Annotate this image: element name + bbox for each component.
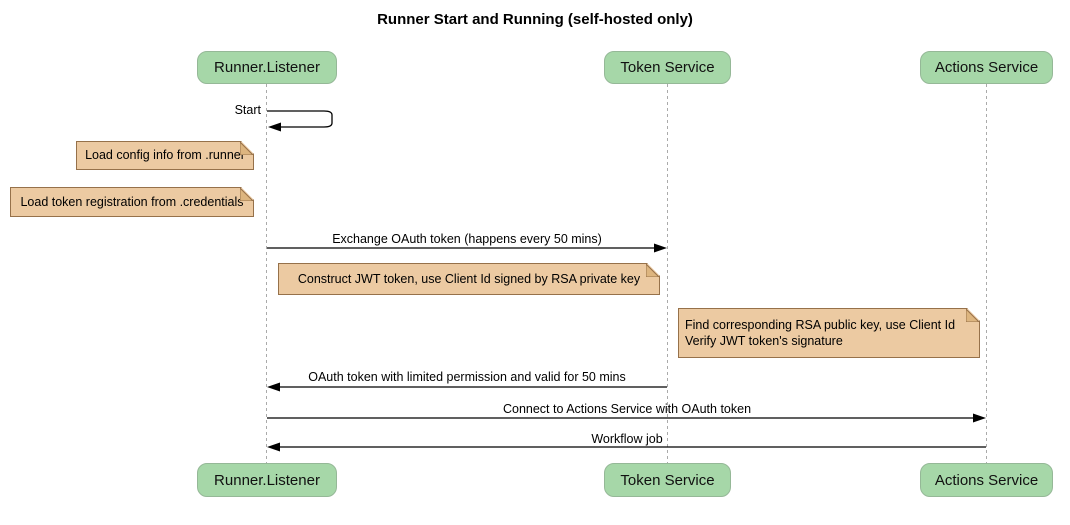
note-load-config: Load config info from .runner xyxy=(76,141,254,170)
arrowhead-exchange-oauth xyxy=(654,243,667,253)
participant-bottom-actions-service: Actions Service xyxy=(920,463,1053,497)
participant-label: Token Service xyxy=(620,471,715,489)
note-fold-icon xyxy=(966,309,979,322)
participant-top-actions-service: Actions Service xyxy=(920,51,1053,84)
participant-label: Runner.Listener xyxy=(214,59,320,76)
message-label-workflow-job: Workflow job xyxy=(591,432,663,446)
note-text: Construct JWT token, use Client Id signe… xyxy=(297,271,641,286)
message-label-exchange-oauth: Exchange OAuth token (happens every 50 m… xyxy=(332,232,602,246)
message-label-connect-actions: Connect to Actions Service with OAuth to… xyxy=(502,402,752,416)
participant-label: Runner.Listener xyxy=(214,471,320,489)
participant-label: Token Service xyxy=(620,59,715,76)
note-fold-icon xyxy=(240,142,253,155)
diagram-title: Runner Start and Running (self-hosted on… xyxy=(377,11,693,28)
note-find-rsa-verify: Find corresponding RSA public key, use C… xyxy=(678,308,980,358)
note-text-line-1: Find corresponding RSA public key, use C… xyxy=(685,317,956,332)
note-fold-icon xyxy=(646,264,659,277)
note-text: Load config info from .runner xyxy=(85,148,245,163)
participant-bottom-runner-listener: Runner.Listener xyxy=(197,463,337,497)
participant-label: Actions Service xyxy=(934,59,1039,76)
arrowhead-oauth-return xyxy=(267,382,280,392)
arrowhead-workflow-job xyxy=(267,442,280,452)
note-construct-jwt: Construct JWT token, use Client Id signe… xyxy=(278,263,660,295)
message-label-start: Start xyxy=(234,103,261,117)
participant-top-token-service: Token Service xyxy=(604,51,731,84)
participant-bottom-token-service: Token Service xyxy=(604,463,731,497)
note-text: Load token registration from .credential… xyxy=(20,194,244,209)
message-label-oauth-return: OAuth token with limited permission and … xyxy=(308,370,626,384)
note-load-token-registration: Load token registration from .credential… xyxy=(10,187,254,217)
arrowhead-connect-actions xyxy=(973,413,986,423)
participant-label: Actions Service xyxy=(934,471,1039,489)
note-fold-icon xyxy=(240,188,253,201)
note-text-line-2: Verify JWT token's signature xyxy=(685,334,843,348)
participant-top-runner-listener: Runner.Listener xyxy=(197,51,337,84)
self-message-loop-start xyxy=(267,110,333,128)
arrowhead-start xyxy=(268,122,281,132)
